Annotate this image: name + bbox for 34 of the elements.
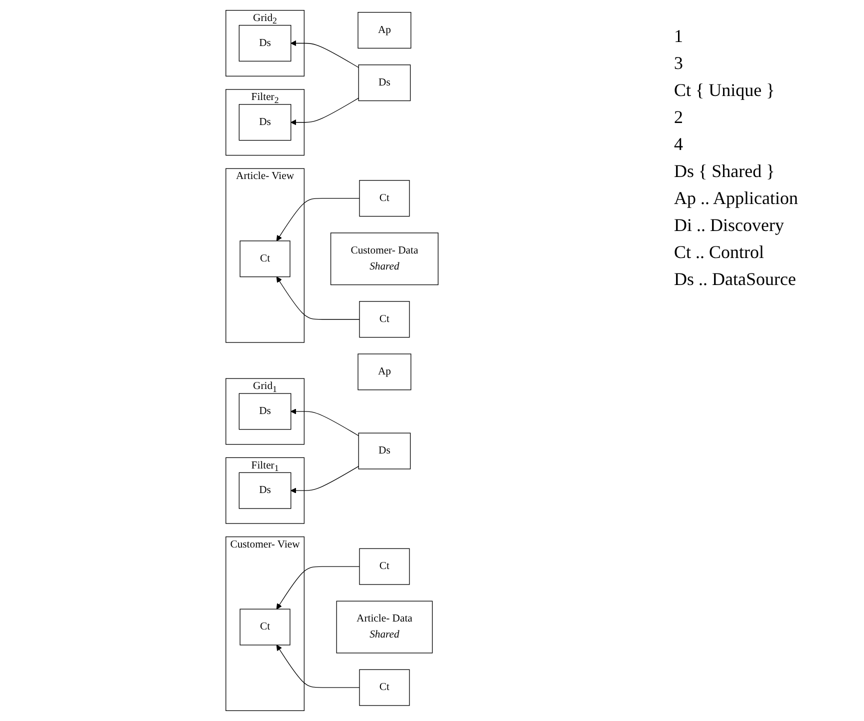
note-text: Ds { Shared } <box>674 161 776 182</box>
note-text: 1 <box>674 26 684 47</box>
node-box: Ds <box>238 393 292 430</box>
arrow <box>290 98 359 126</box>
arrow <box>276 276 360 320</box>
arrow <box>290 408 359 436</box>
note-text: Di .. Discovery <box>674 215 785 236</box>
arrow <box>276 644 360 688</box>
node-box: Ds <box>238 472 292 509</box>
node-box: Customer- Data Shared <box>330 232 438 286</box>
node-box: Ct <box>359 548 410 585</box>
node-box: Article- Data Shared <box>336 600 433 654</box>
node-box: Ct <box>240 240 290 278</box>
node-box: Ap <box>358 354 412 390</box>
node-box: Ct <box>240 608 290 646</box>
node-box: Ct <box>359 669 410 706</box>
arrow <box>276 198 360 242</box>
note-text: Ds .. DataSource <box>674 269 797 290</box>
node-box: Ds <box>358 64 411 102</box>
node-box: Ct <box>359 301 410 338</box>
node-box: Ds <box>358 432 411 470</box>
note-text: 3 <box>674 53 684 74</box>
note-text: Ct { Unique } <box>674 80 776 101</box>
note-text: Ct .. Control <box>674 242 766 263</box>
arrow <box>290 40 359 68</box>
note-text: 4 <box>674 134 684 155</box>
node-box: Ds <box>238 104 292 141</box>
node-box: Ap <box>358 12 412 49</box>
note-text: Ap .. Application <box>674 188 799 209</box>
arrow <box>276 566 360 610</box>
node-box: Ct <box>359 180 410 217</box>
arrow <box>290 466 359 494</box>
node-box: Ds <box>238 24 292 62</box>
note-text: 2 <box>674 107 684 128</box>
